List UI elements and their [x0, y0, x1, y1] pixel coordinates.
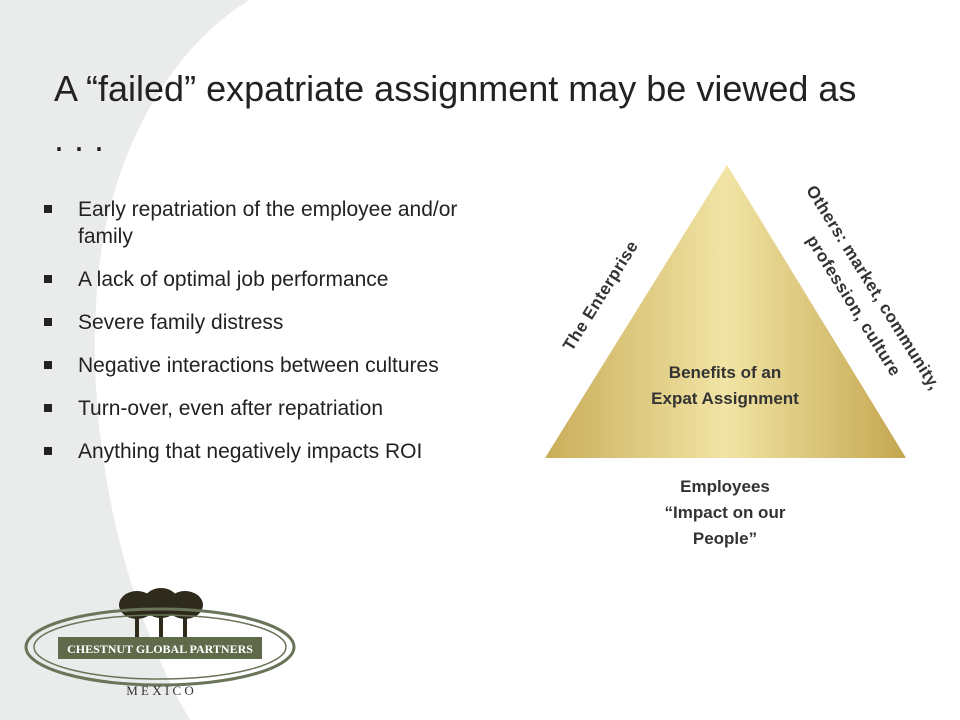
list-item: Early repatriation of the employee and/o…	[44, 196, 514, 250]
bullet-icon	[44, 318, 52, 326]
list-item: Anything that negatively impacts ROI	[44, 438, 514, 465]
bullet-list: Early repatriation of the employee and/o…	[44, 196, 514, 481]
slide-title: A “failed” expatriate assignment may be …	[54, 68, 857, 159]
logo-sub: M E X I C O	[126, 683, 194, 698]
list-item: Negative interactions between cultures	[44, 352, 514, 379]
bullet-icon	[44, 361, 52, 369]
list-item: A lack of optimal job performance	[44, 266, 514, 293]
pyramid-center-label: Benefits of an Expat Assignment	[651, 363, 799, 408]
pyramid-bottom-label: Employees “Impact on our People”	[664, 477, 786, 548]
bullet-icon	[44, 205, 52, 213]
chestnut-trees-icon	[119, 588, 203, 637]
bullet-icon	[44, 275, 52, 283]
logo-name: CHESTNUT GLOBAL PARTNERS	[67, 642, 253, 656]
list-item: Severe family distress	[44, 309, 514, 336]
list-item: Turn-over, even after repatriation	[44, 395, 514, 422]
company-logo: CHESTNUT GLOBAL PARTNERS M E X I C O	[24, 588, 296, 698]
bullet-icon	[44, 404, 52, 412]
pyramid-triangle	[545, 165, 906, 458]
bullet-icon	[44, 447, 52, 455]
